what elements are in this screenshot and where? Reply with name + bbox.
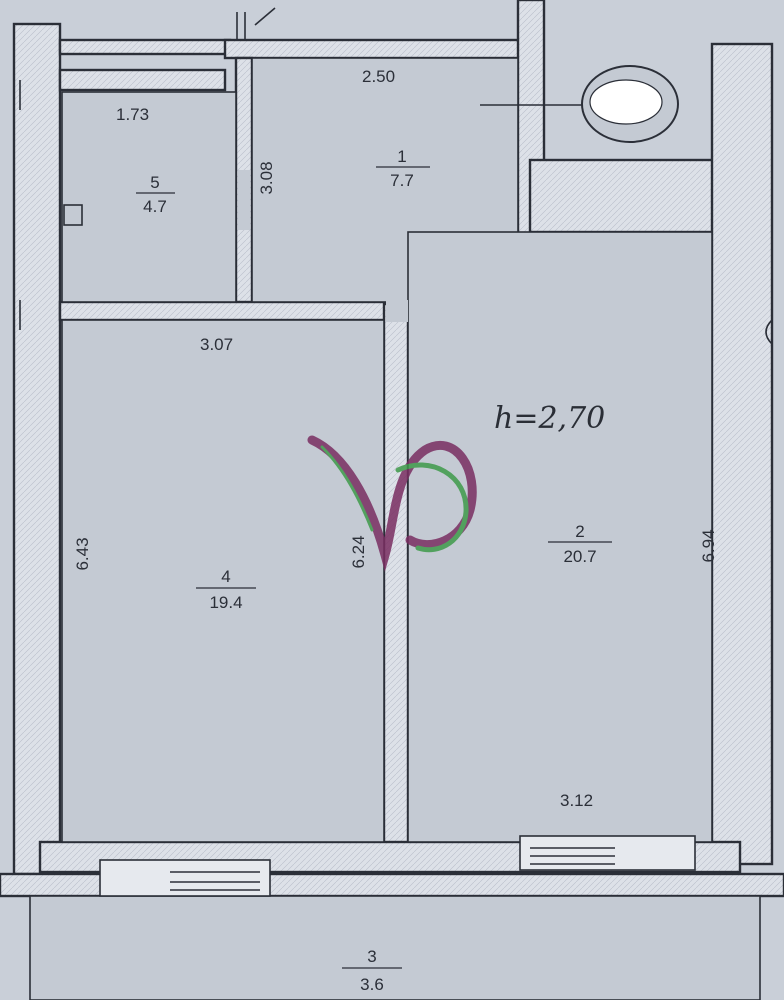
dim-room1-depth: 3.08 [257,161,276,194]
wall-duct-block [528,158,722,234]
wall-left-exterior [12,22,62,876]
room-3-number: 3 [367,947,376,966]
room-1-label: 1 7.7 [376,147,430,190]
room-1-area: 7.7 [390,171,414,190]
room-2-area: 20.7 [563,547,596,566]
room-4-label: 4 19.4 [196,567,256,612]
dim-room5-width: 1.73 [116,105,149,124]
wall-top-room1 [223,38,532,60]
dim-room4-width: 3.07 [200,335,233,354]
plan-marks [19,7,773,345]
room-4-number: 4 [221,567,230,586]
dim-room4-depth: 6.43 [73,537,92,570]
room-4-area: 19.4 [209,593,242,612]
room-4-floor [61,319,385,843]
room-5-number: 5 [150,173,159,192]
room-3-label: 3 3.6 [342,947,402,994]
wall-top-left [58,38,232,56]
window-room2 [519,835,696,871]
room-3-area: 3.6 [360,975,384,994]
door-room4 [386,300,408,322]
round-fixture [581,65,679,143]
room5-fixture [63,204,83,226]
dim-room2-depth: 6.94 [699,529,718,562]
room-5-floor [61,91,237,303]
dim-partition-length: 6.24 [349,535,368,568]
right-wall-mark [765,319,773,345]
room-5-area: 4.7 [143,197,167,216]
dim-room2-width: 3.12 [560,791,593,810]
dim-room1-width: 2.50 [362,67,395,86]
vc-swirl-logo-icon [307,435,477,572]
door-openings [238,170,408,322]
room-2-label: 2 20.7 [548,522,612,566]
wall-top-room5 [58,68,227,92]
ceiling-height-note: h=2,70 [494,401,605,436]
room-3-floor [29,895,761,1000]
wall-partition-room4-room2 [382,302,410,846]
room-1-number: 1 [397,147,406,166]
room-5-label: 5 4.7 [136,173,175,216]
windows [99,835,696,897]
door-room5 [238,170,250,230]
room-2-number: 2 [575,522,584,541]
wall-right-exterior [710,42,774,866]
